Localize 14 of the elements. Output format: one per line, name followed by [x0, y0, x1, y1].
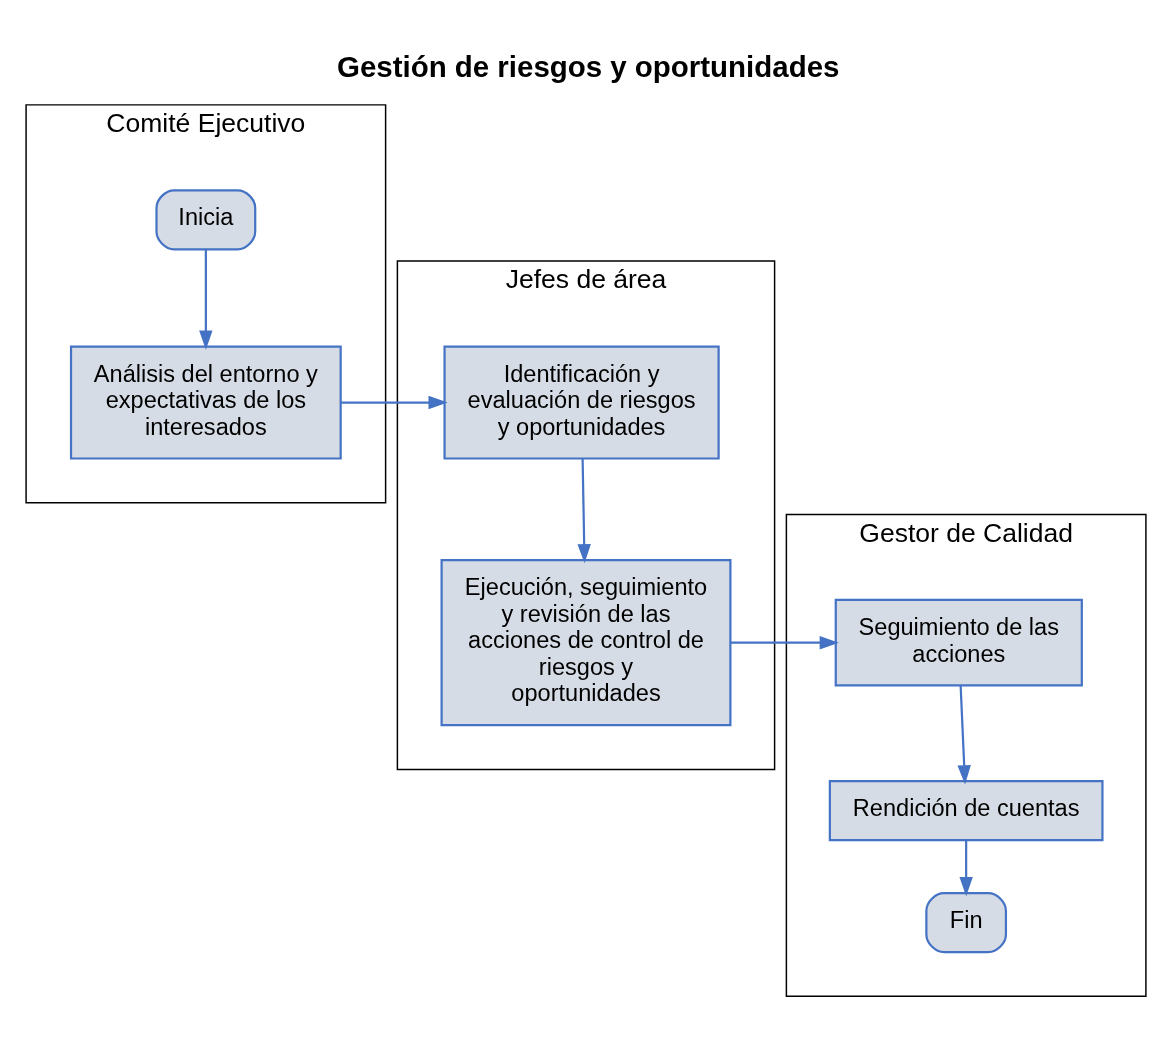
node-box: Inicia	[155, 189, 257, 251]
diagram-title: Gestión de riesgos y oportunidades	[336, 49, 840, 83]
arrow	[340, 395, 448, 410]
node-box: Análisis del entorno y expectativas de los interesados	[69, 345, 342, 460]
arrow	[957, 685, 971, 785]
node-box: Seguimiento de las acciones	[834, 598, 1083, 687]
node-box: Ejecución, seguimiento y revisión de las acciones de control de riesgos y oportunidades	[440, 559, 732, 727]
arrow	[199, 249, 213, 350]
node-box: Fin	[925, 892, 1008, 954]
node-box: Identificación y evaluación de riesgos y oportunidades	[443, 345, 720, 460]
arrow	[577, 459, 591, 564]
arrow	[959, 840, 973, 897]
node-box: Rendición de cuentas	[828, 780, 1104, 842]
arrow	[730, 635, 839, 650]
